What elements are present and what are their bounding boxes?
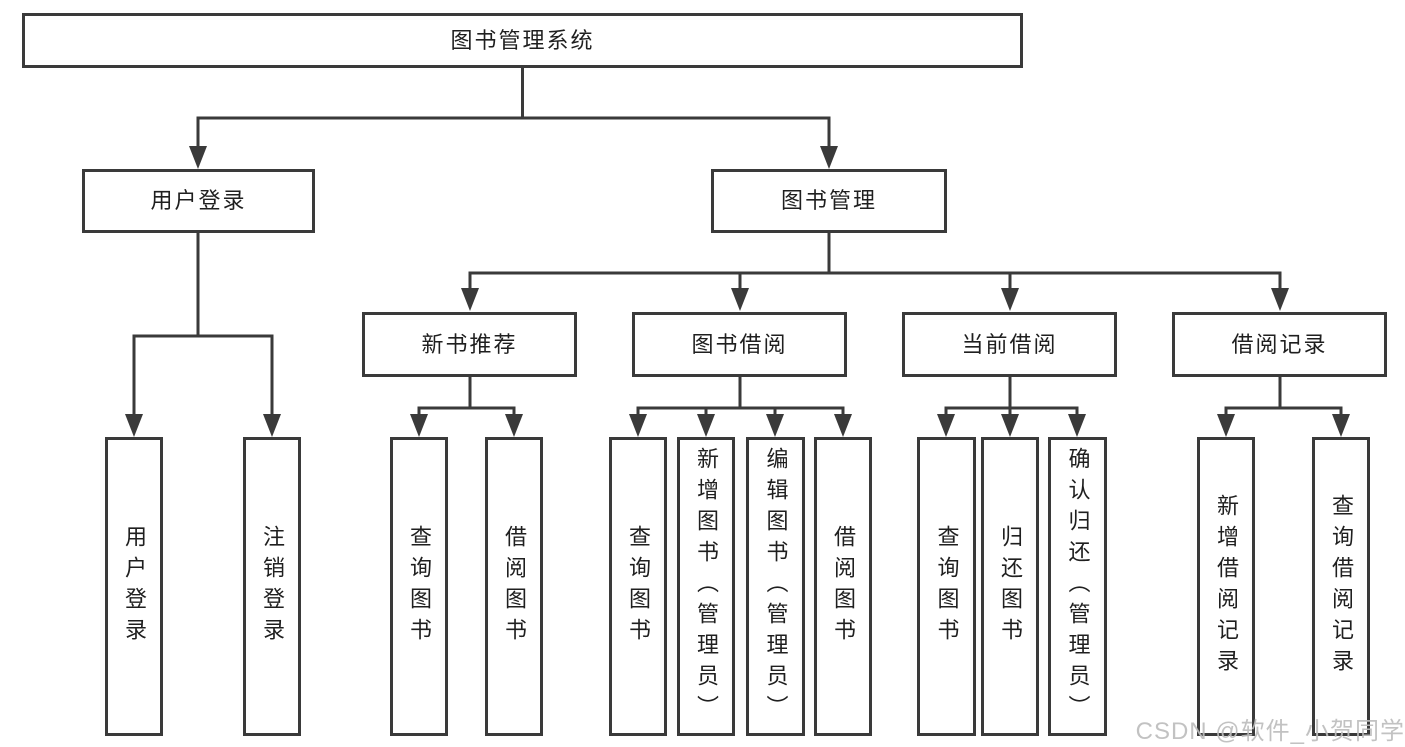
arrowhead-icon — [697, 414, 715, 437]
node-label: 用户登录 — [150, 188, 247, 213]
node-book-borrowing: 图书借阅 — [632, 312, 847, 377]
arrowhead-icon — [731, 288, 749, 311]
arrowhead-icon — [189, 146, 207, 169]
arrowhead-icon — [1332, 414, 1350, 437]
arrowhead-icon — [820, 146, 838, 169]
leaf-add-books-admin: 新增图书（管理员） — [677, 437, 735, 736]
leaf-label: 确认归还（管理员） — [1065, 447, 1091, 726]
arrowhead-icon — [461, 288, 479, 311]
node-label: 新书推荐 — [421, 331, 518, 357]
arrowhead-icon — [937, 414, 955, 437]
leaf-add-borrow-record: 新增借阅记录 — [1197, 437, 1255, 736]
node-label: 图书借阅 — [691, 331, 788, 357]
arrowhead-icon — [1001, 288, 1019, 311]
leaf-label: 用户登录 — [122, 524, 147, 649]
arrowhead-icon — [410, 414, 428, 437]
leaf-borrow-books-recommend: 借阅图书 — [485, 437, 543, 736]
csdn-watermark: CSDN @软件_小贺同学 — [1135, 718, 1405, 745]
leaf-label: 新增借阅记录 — [1214, 493, 1239, 680]
node-user-login: 用户登录 — [82, 169, 315, 233]
arrowhead-icon — [629, 414, 647, 437]
leaf-confirm-return-admin: 确认归还（管理员） — [1048, 437, 1107, 736]
node-library-management-system: 图书管理系统 — [22, 13, 1023, 68]
leaf-user-login: 用户登录 — [105, 437, 163, 736]
arrowhead-icon — [1217, 414, 1235, 437]
node-label: 图书管理系统 — [450, 27, 595, 53]
node-label: 借阅记录 — [1231, 331, 1328, 357]
arrowhead-icon — [766, 414, 784, 437]
leaf-label: 借阅图书 — [502, 524, 527, 649]
node-book-management: 图书管理 — [711, 169, 947, 233]
leaf-label: 查询借阅记录 — [1329, 493, 1354, 680]
leaf-return-books: 归还图书 — [981, 437, 1039, 736]
leaf-label: 新增图书（管理员） — [694, 447, 719, 726]
leaf-label: 查询图书 — [407, 524, 432, 649]
leaf-query-books-recommend: 查询图书 — [390, 437, 448, 736]
node-new-book-recommendation: 新书推荐 — [362, 312, 577, 377]
leaf-logout: 注销登录 — [243, 437, 301, 736]
leaf-edit-books-admin: 编辑图书（管理员） — [746, 437, 805, 736]
leaf-query-borrow-record: 查询借阅记录 — [1312, 437, 1370, 736]
leaf-label: 查询图书 — [626, 524, 651, 649]
arrowhead-icon — [505, 414, 523, 437]
arrowhead-icon — [263, 414, 281, 437]
leaf-label: 编辑图书（管理员） — [763, 447, 789, 726]
node-borrowing-records: 借阅记录 — [1172, 312, 1387, 377]
leaf-label: 查询图书 — [934, 524, 960, 649]
node-label: 当前借阅 — [961, 331, 1058, 357]
node-current-borrowing: 当前借阅 — [902, 312, 1117, 377]
arrowhead-icon — [1001, 414, 1019, 437]
leaf-label: 借阅图书 — [831, 524, 856, 649]
leaf-borrow-books: 借阅图书 — [814, 437, 872, 736]
leaf-label: 归还图书 — [998, 524, 1023, 649]
arrowhead-icon — [1068, 414, 1086, 437]
leaf-query-books-borrowing: 查询图书 — [609, 437, 667, 736]
leaf-query-books-current: 查询图书 — [917, 437, 976, 736]
arrowhead-icon — [1271, 288, 1289, 311]
leaf-label: 注销登录 — [260, 524, 285, 649]
arrowhead-icon — [125, 414, 143, 437]
node-label: 图书管理 — [780, 188, 877, 213]
arrowhead-icon — [834, 414, 852, 437]
